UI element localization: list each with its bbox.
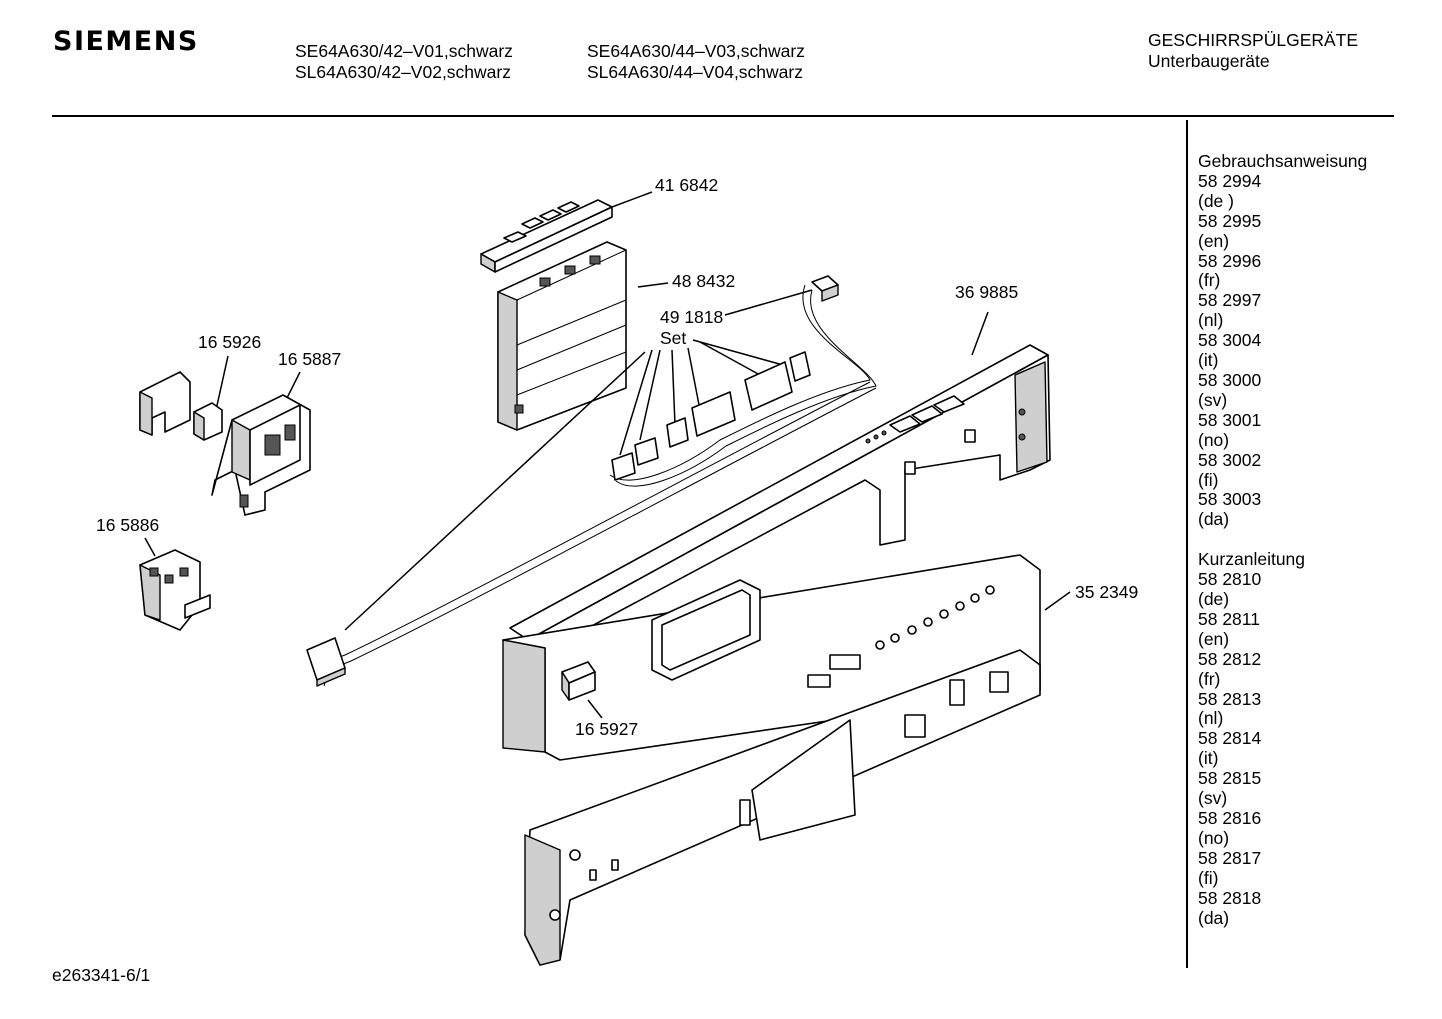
manual-lang: (nl) xyxy=(1198,310,1224,331)
short-guide-lang: (fr) xyxy=(1198,668,1221,689)
model-entry: SE64A630/42–V01,schwarz xyxy=(295,41,513,61)
manual-number: 58 3001 xyxy=(1198,409,1262,430)
manual-lang: (de ) xyxy=(1198,190,1234,211)
part-165926-cover xyxy=(139,371,223,441)
model-list-right: SE64A630/44–V03,schwarz SL64A630/44–V04,… xyxy=(587,41,805,83)
leader-165886 xyxy=(144,537,156,557)
short-guide-number: 58 2816 xyxy=(1198,808,1262,828)
short-guide-lang: (da) xyxy=(1198,907,1230,928)
label-352349: 35 2349 xyxy=(1075,582,1138,602)
manual-lang: (fr) xyxy=(1198,270,1221,291)
label-491818: 49 1818 xyxy=(660,307,723,327)
drawing-id: e263341-6/1 xyxy=(52,965,151,985)
manual-lang: (sv) xyxy=(1198,389,1228,410)
manual-number: 58 3002 xyxy=(1198,449,1262,470)
short-guide-title: Kurzanleitung xyxy=(1198,549,1306,570)
manual-number: 58 2996 xyxy=(1198,250,1262,271)
manual-number: 58 3003 xyxy=(1198,489,1262,510)
short-guide-lang: (de) xyxy=(1198,589,1230,610)
manual-lang: (da) xyxy=(1198,509,1230,530)
leader-416842 xyxy=(611,191,653,208)
manual-number: 58 3004 xyxy=(1198,330,1262,351)
model-entry: SE64A630/44–V03,schwarz xyxy=(587,41,805,61)
manual-number: 58 2995 xyxy=(1198,210,1262,231)
short-guide-number: 58 2811 xyxy=(1198,608,1260,629)
manual-number: 58 2997 xyxy=(1198,290,1262,311)
section-gap xyxy=(1198,530,1367,550)
leader-165887 xyxy=(286,371,301,399)
model-entry: SL64A630/44–V04,schwarz xyxy=(587,62,803,82)
manual-title: Gebrauchsanweisung xyxy=(1198,151,1368,171)
header-divider xyxy=(52,115,1394,117)
exploded-parts-diagram: 41 6842 48 8432 49 1818 Set xyxy=(96,175,1138,966)
model-list-left: SE64A630/42–V01,schwarz SL64A630/42–V02,… xyxy=(295,41,513,83)
manual-number: 58 2994 xyxy=(1198,170,1262,191)
category-title: GESCHIRRSPÜLGERÄTE xyxy=(1148,30,1359,50)
short-guide-lang: (fi) xyxy=(1198,867,1219,888)
manual-lang: (no) xyxy=(1198,429,1230,450)
brand-logo: SIEMENS xyxy=(53,26,199,57)
leader-165926 xyxy=(215,355,229,411)
short-guide-number: 58 2814 xyxy=(1198,728,1262,749)
short-guide-number: 58 2810 xyxy=(1198,569,1262,590)
short-guide-lang: (nl) xyxy=(1198,708,1224,729)
short-guide-lang: (sv) xyxy=(1198,788,1228,809)
part-488432-control-module xyxy=(497,241,627,431)
leader-488432 xyxy=(637,282,669,288)
part-165927-sensor-block xyxy=(561,661,596,701)
part-165886-terminal-block xyxy=(139,549,211,631)
manual-lang: (en) xyxy=(1198,230,1230,251)
short-guide-number: 58 2815 xyxy=(1198,768,1262,789)
leader-352349 xyxy=(1044,591,1071,611)
manual-lang: (fi) xyxy=(1198,469,1219,490)
part-416842-button-strip xyxy=(480,199,613,273)
label-165927: 16 5927 xyxy=(575,719,638,739)
short-guide-lang: (en) xyxy=(1198,628,1230,649)
short-guide-number: 58 2817 xyxy=(1198,847,1262,868)
short-guide-number: 58 2818 xyxy=(1198,887,1262,908)
label-369885: 36 9885 xyxy=(955,282,1018,302)
label-165926: 16 5926 xyxy=(198,332,261,352)
part-491818-wiring-set xyxy=(306,275,877,687)
label-165887: 16 5887 xyxy=(278,349,341,369)
leader-369885 xyxy=(971,311,989,356)
manual-lang: (it) xyxy=(1198,350,1219,371)
label-set: Set xyxy=(660,328,686,348)
short-guide-number: 58 2812 xyxy=(1198,648,1262,669)
sidebar-divider xyxy=(1186,120,1188,968)
short-guide-lang: (no) xyxy=(1198,827,1230,848)
manual-number: 58 3000 xyxy=(1198,369,1262,390)
category-subtitle: Unterbaugeräte xyxy=(1148,51,1270,71)
model-entry: SL64A630/42–V02,schwarz xyxy=(295,62,511,82)
short-guide-number: 58 2813 xyxy=(1198,688,1262,709)
category-block: GESCHIRRSPÜLGERÄTE Unterbaugeräte xyxy=(1148,30,1358,72)
part-165887-switch-housing xyxy=(211,394,311,516)
label-165886: 16 5886 xyxy=(96,515,159,535)
part-369885-control-panel xyxy=(509,344,1051,661)
part-352349-front-panel xyxy=(502,554,1041,966)
documentation-list: Gebrauchsanweisung 58 2994 (de ) 58 2995… xyxy=(1198,151,1368,928)
label-416842: 41 6842 xyxy=(655,175,718,195)
label-488432: 48 8432 xyxy=(672,271,735,291)
leader-165927 xyxy=(587,699,603,719)
short-guide-lang: (it) xyxy=(1198,748,1219,769)
